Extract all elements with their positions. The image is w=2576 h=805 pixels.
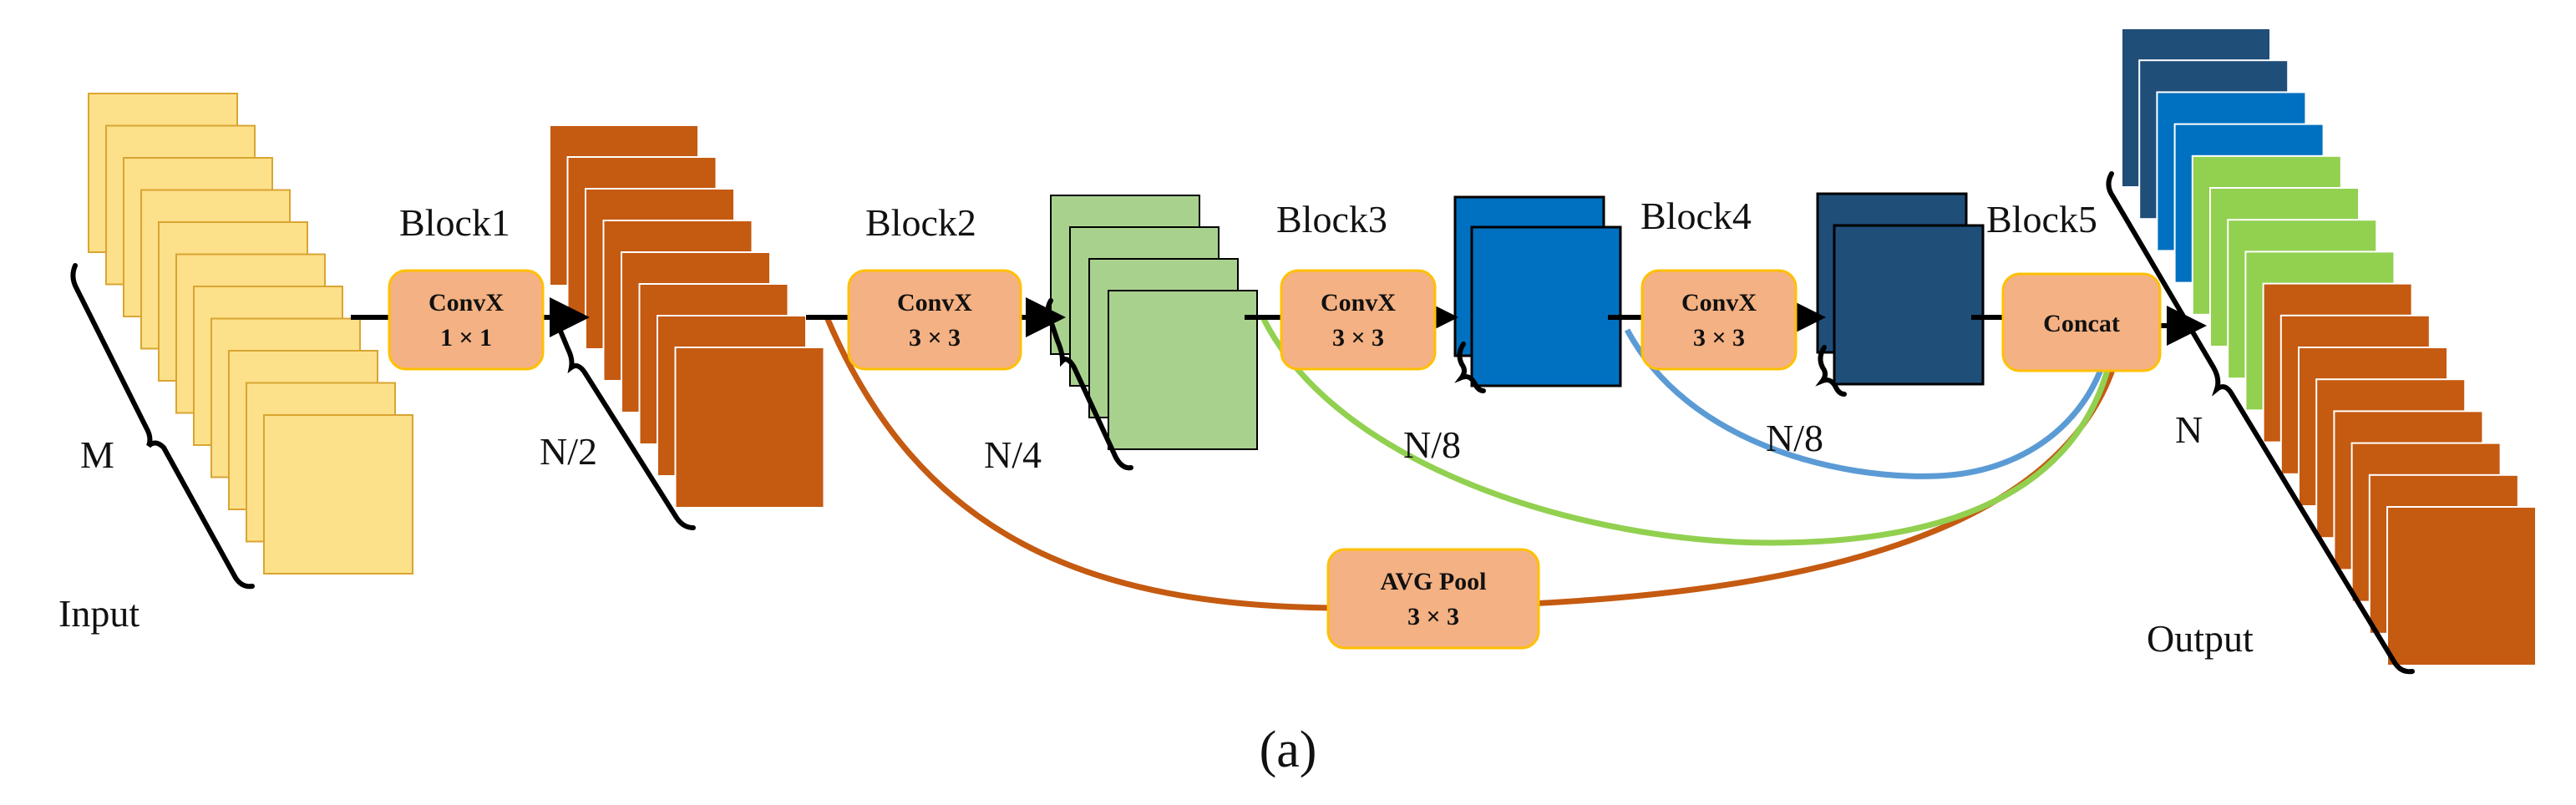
block1-label: Block1	[399, 201, 510, 244]
conv4-box	[1640, 269, 1798, 371]
skip-path-block3	[1260, 316, 2112, 546]
avgpool-op: AVG Pool 3 × 3	[1326, 548, 1540, 650]
n8a-label: N/8	[1403, 423, 1461, 466]
block3-feature-stack	[1453, 195, 1622, 387]
block2-map-layer	[1108, 290, 1258, 450]
figure-caption: (a)	[1260, 721, 1317, 778]
conv1-op: ConvX 1 × 1	[388, 269, 545, 371]
conv3-kernel: 3 × 3	[1332, 324, 1384, 352]
output-feature-stack	[2121, 28, 2537, 666]
block2-label: Block2	[865, 201, 976, 244]
output-map-layer	[2386, 506, 2537, 666]
concat-box	[2001, 272, 2162, 372]
brace-n4	[1045, 298, 1133, 471]
block3-map-layer	[1470, 225, 1622, 387]
block1-feature-stack	[549, 124, 825, 509]
brace-n8b	[1815, 345, 1847, 397]
conv4-label: ConvX	[1681, 289, 1757, 316]
block3-label: Block3	[1276, 198, 1387, 240]
input-label: Input	[58, 592, 139, 635]
conv4-kernel: 3 × 3	[1693, 324, 1745, 352]
block5-label: Block5	[1986, 198, 2097, 240]
conv3-op: ConvX 3 × 3	[1280, 269, 1437, 371]
m-label: M	[80, 433, 114, 476]
avgpool-label: AVG Pool	[1381, 568, 1487, 595]
conv3-label: ConvX	[1321, 289, 1396, 316]
conv2-label: ConvX	[897, 289, 972, 316]
conv2-box	[847, 269, 1022, 371]
conv1-box	[388, 269, 545, 371]
avgpool-box	[1326, 548, 1540, 650]
input-map-layer	[263, 414, 413, 575]
n-label: N	[2175, 408, 2203, 451]
skip-path-block4	[1624, 328, 2105, 479]
conv1-label: ConvX	[428, 289, 504, 316]
brace-n2	[553, 305, 696, 530]
block1-map-layer	[674, 347, 825, 509]
block4-label: Block4	[1640, 195, 1752, 237]
conv4-op: ConvX 3 × 3	[1640, 269, 1798, 371]
conv2-kernel: 3 × 3	[909, 324, 961, 352]
output-label: Output	[2147, 617, 2254, 660]
conv1-kernel: 1 × 1	[440, 324, 492, 352]
input-feature-stack	[88, 93, 413, 575]
block4-feature-stack	[1816, 192, 1985, 386]
brace-m	[70, 263, 255, 590]
braces	[70, 171, 2415, 675]
conv2-op: ConvX 3 × 3	[847, 269, 1022, 371]
block2-feature-stack	[1050, 195, 1258, 450]
n8b-label: N/8	[1766, 417, 1823, 459]
conv3-box	[1280, 269, 1437, 371]
brace-n8a	[1454, 342, 1486, 393]
n2-label: N/2	[540, 430, 597, 473]
avgpool-kernel: 3 × 3	[1407, 603, 1459, 630]
brace-n	[2106, 171, 2415, 675]
concat-op: Concat	[2001, 272, 2162, 372]
n4-label: N/4	[984, 433, 1042, 476]
concat-label: Concat	[2043, 310, 2120, 337]
block4-map-layer	[1833, 224, 1985, 386]
